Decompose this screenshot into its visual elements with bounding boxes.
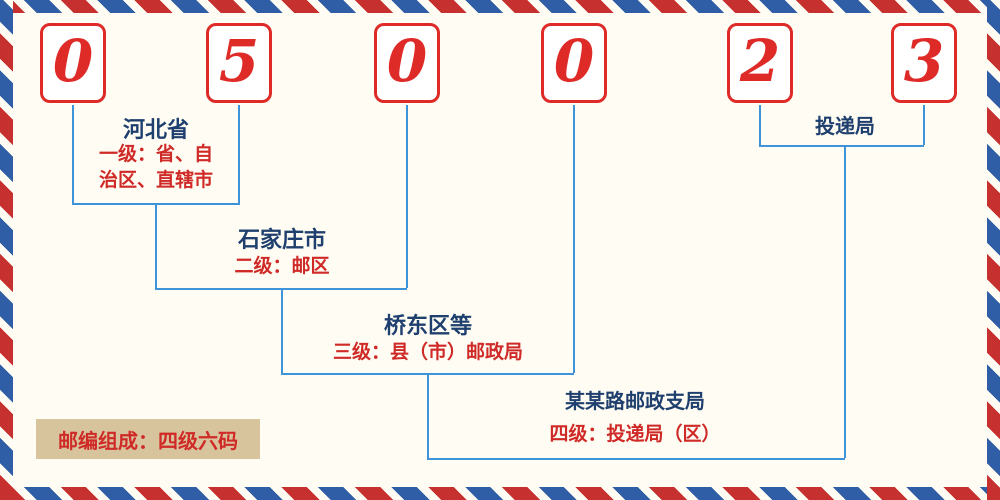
- level3-name: 桥东区等: [383, 313, 472, 338]
- level4-desc: 四级：投递局（区）: [549, 424, 721, 445]
- connector-line: [281, 288, 283, 373]
- airmail-border-bottom: [0, 487, 1000, 500]
- connector-line: [759, 145, 924, 147]
- digit-box-4: 0: [541, 23, 607, 103]
- level1-name: 河北省: [122, 117, 189, 142]
- digit-box-6: 3: [891, 23, 957, 103]
- connector-line: [406, 105, 408, 288]
- connector-line: [427, 458, 845, 460]
- airmail-border-left: [0, 0, 13, 500]
- digit-box-3: 0: [374, 23, 440, 103]
- level3-desc: 三级：县（市）邮政局: [332, 342, 523, 363]
- connector-line: [72, 105, 74, 203]
- digit-3: 0: [386, 27, 428, 95]
- digit-5: 2: [739, 27, 781, 95]
- digit-1: 0: [52, 27, 94, 95]
- connector-line: [573, 105, 575, 373]
- level1-desc: 一级：省、自 治区、直辖市: [98, 144, 213, 191]
- composition-box: 邮编组成：四级六码: [36, 419, 260, 459]
- level4-name: 某某路邮政支局: [565, 391, 705, 413]
- digit-6: 3: [903, 27, 945, 95]
- delivery-name: 投递局: [815, 116, 875, 138]
- airmail-border-top: [0, 0, 1000, 13]
- digit-2: 5: [218, 27, 260, 95]
- level2-name: 石家庄市: [237, 227, 326, 252]
- connector-line: [844, 145, 846, 458]
- digit-box-5: 2: [727, 23, 793, 103]
- connector-line: [238, 105, 240, 203]
- level2-desc: 二级：邮区: [234, 256, 330, 277]
- digit-box-1: 0: [40, 23, 106, 103]
- airmail-border-right: [987, 0, 1000, 500]
- connector-line: [759, 105, 761, 145]
- connector-line: [923, 105, 925, 145]
- digit-4: 0: [553, 27, 595, 95]
- connector-line: [155, 203, 157, 288]
- digit-box-2: 5: [206, 23, 272, 103]
- connector-line: [427, 373, 429, 458]
- composition-text: 邮编组成：四级六码: [58, 430, 238, 453]
